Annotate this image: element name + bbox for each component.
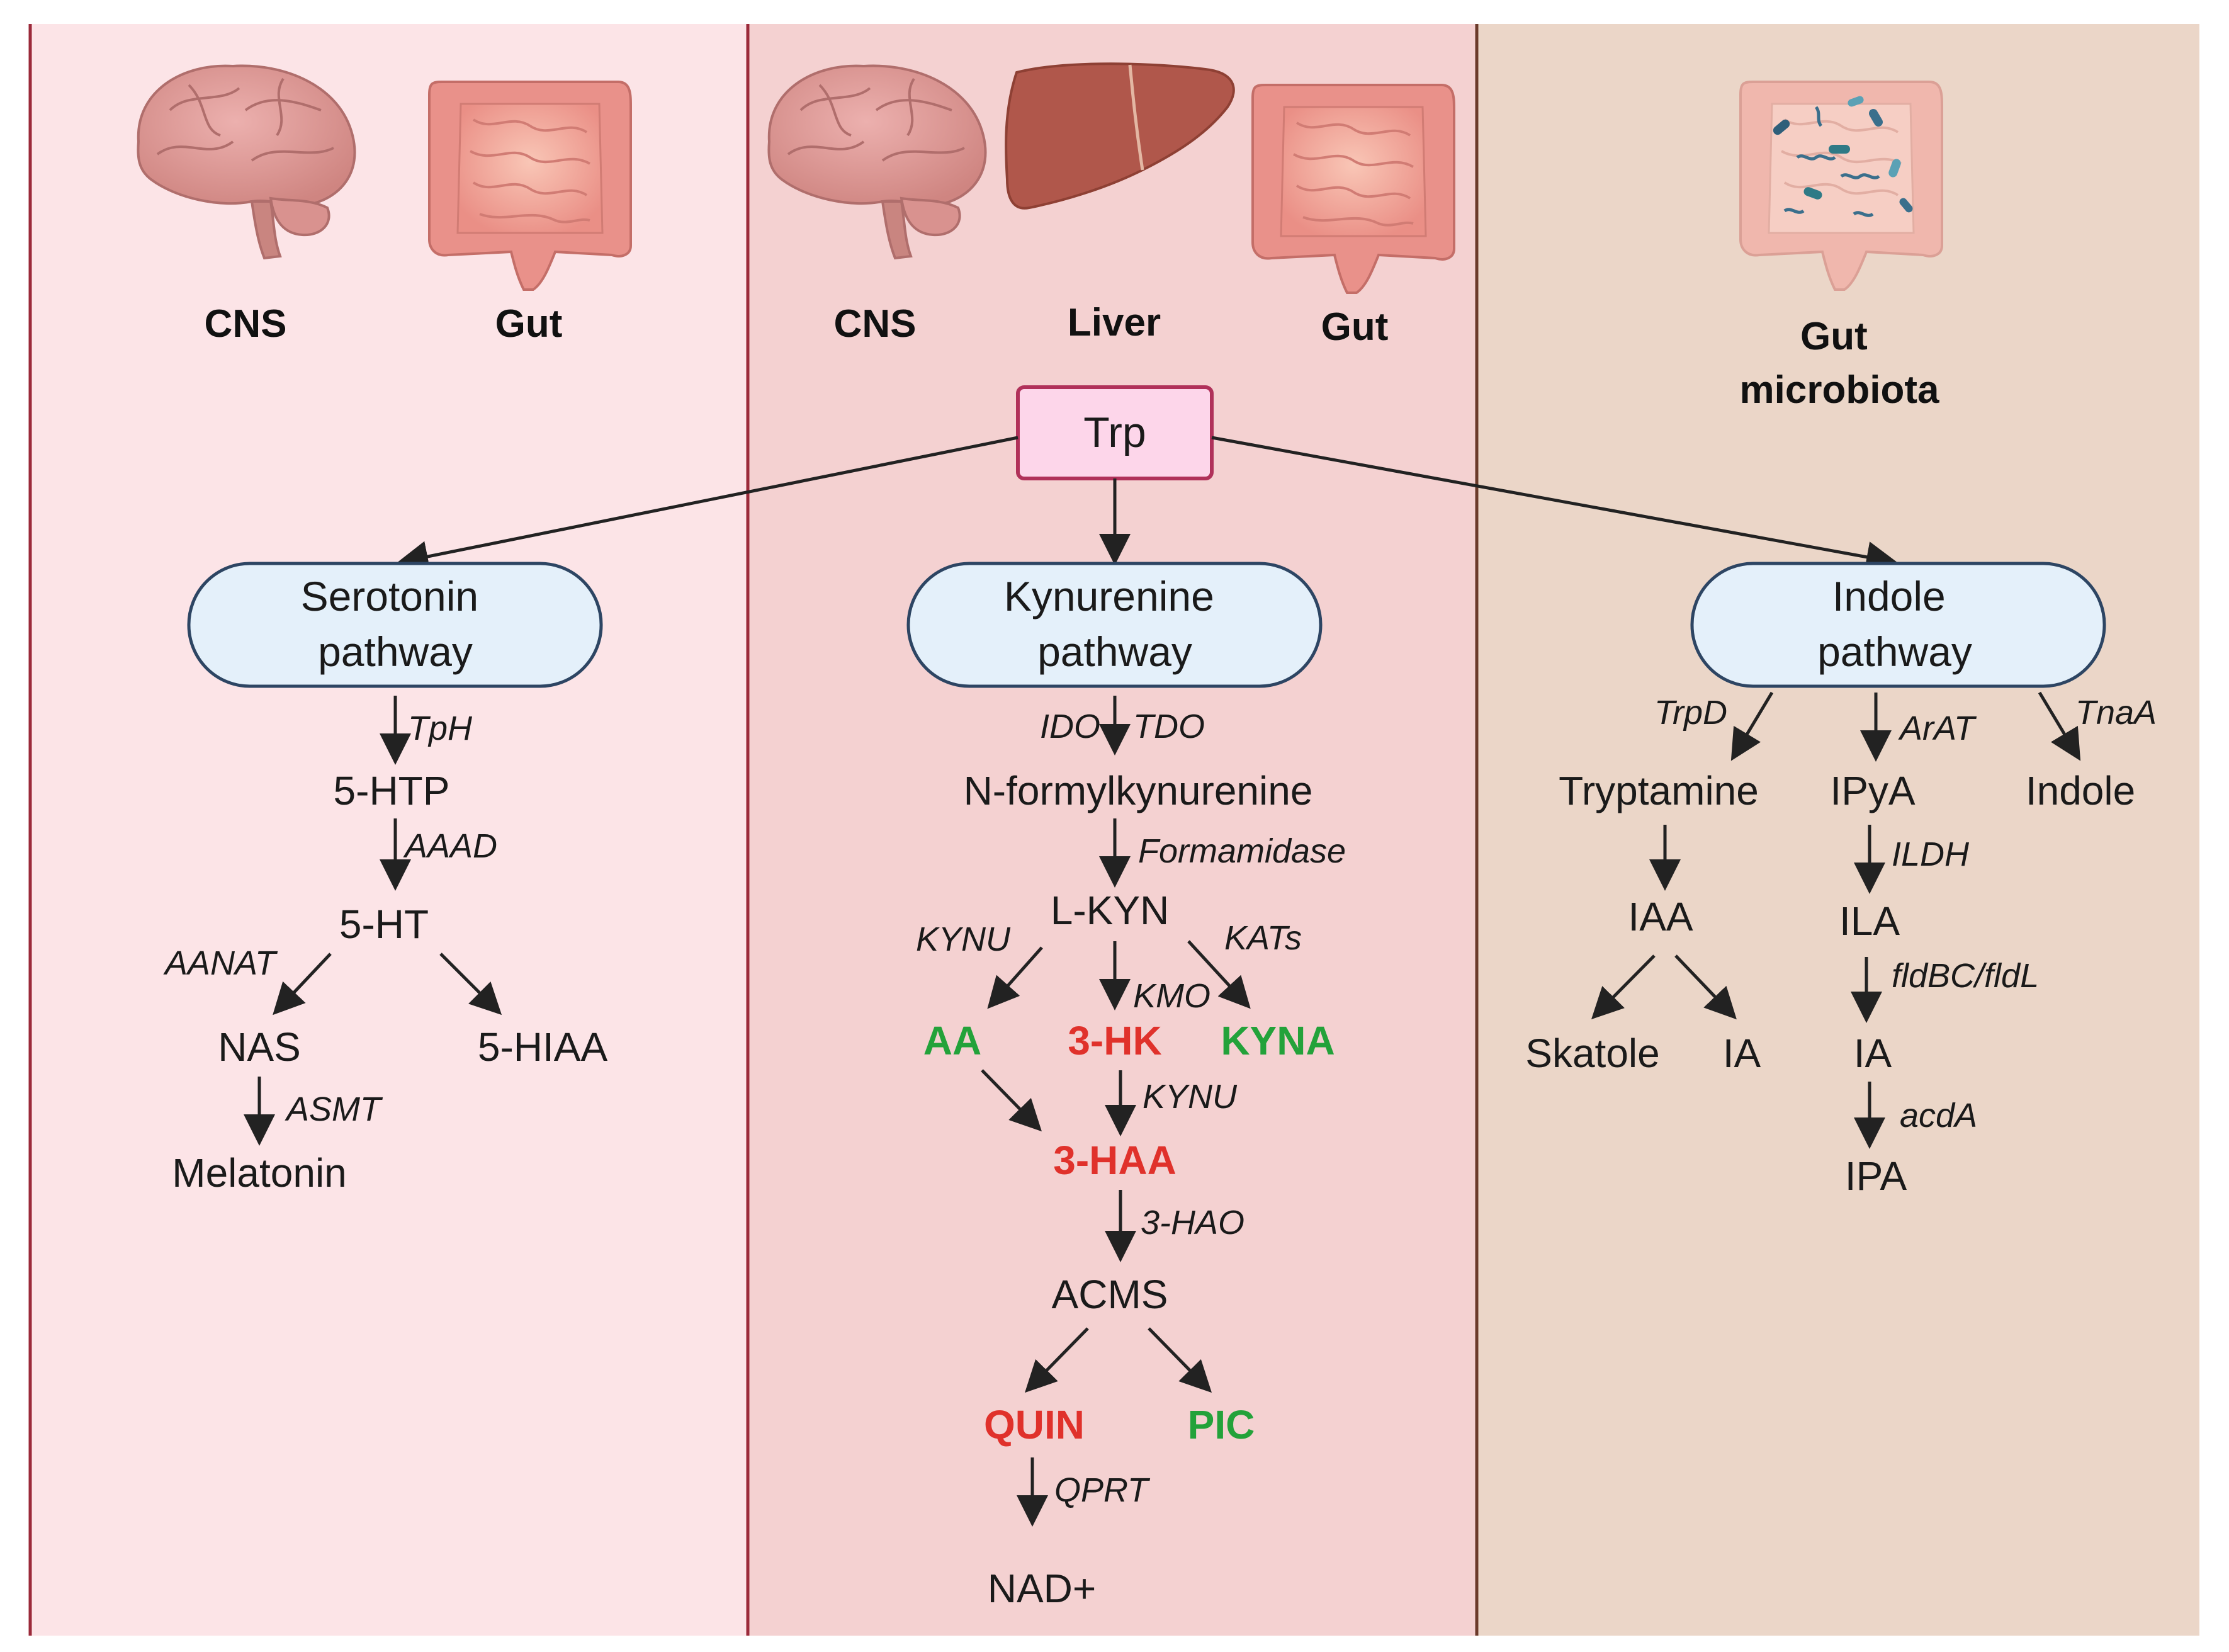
metabolite-aa: AA [923,1018,981,1063]
enzyme-tnaa: TnaA [2075,694,2157,732]
enzyme-kynu: KYNU [916,920,1011,958]
metabolite-5hiaa: 5-HIAA [478,1024,608,1070]
intestine-icon [428,81,632,291]
metabolite-skatole: Skatole [1525,1031,1659,1076]
liver-icon [1005,62,1235,210]
metabolite-3-haa: 3-HAA [1053,1138,1177,1183]
enzyme-ildh: ILDH [1892,835,1970,873]
pathway-label-line: Serotonin [301,573,479,620]
pathway-label-line: pathway [1817,628,1972,675]
arrow-to-pic [1148,1327,1212,1393]
metabolite-ia: IA [1854,1031,1892,1076]
microbiota-intestine-icon [1739,81,1943,291]
metabolite-ipa: IPA [1845,1153,1907,1199]
brain-icon [767,64,987,260]
metabolite-n-formylkynurenine: N-formylkynurenine [964,768,1313,813]
trp-label: Trp [1083,409,1146,456]
enzyme-3-hao: 3-HAO [1141,1204,1244,1242]
metabolite-quin: QUIN [984,1402,1085,1447]
metabolite-indole: Indole [2026,768,2135,813]
brain-icon [137,64,356,260]
metabolite-nas: NAS [218,1024,301,1070]
metabolite-ila: ILA [1839,898,1900,944]
organ-label-gut-microbiota: Gut microbiota [1740,315,1939,412]
metabolite-l-kyn: L-KYN [1051,888,1170,933]
indole-pathway-box [1690,562,2106,688]
arrow-to-kyna [1187,940,1251,1009]
metabolite-nad: NAD+ [988,1566,1097,1611]
enzyme-asmt: ASMT [285,1090,383,1128]
pathway-label-line: pathway [318,628,473,675]
indole-panel [1477,24,2199,1636]
metabolite-pic: PIC [1188,1402,1255,1447]
arrow-to-nas [273,953,332,1016]
arrow-aa-to-3haa [981,1069,1042,1132]
arrow-to-quin [1025,1327,1089,1393]
metabolite-acms: ACMS [1052,1272,1168,1317]
serotonin-panel [30,24,748,1636]
pathway-label-line: Indole [1832,573,1946,620]
organ-label-liver: Liver [1068,301,1161,344]
enzyme-arat: ArAT [1898,710,1977,747]
enzyme-kynu: KYNU [1143,1078,1238,1116]
serotonin-pathway-label: Serotonin pathway [301,573,490,675]
arrow-to-tryptamine [1730,691,1774,761]
metabolite-tryptamine: Tryptamine [1559,768,1759,813]
organ-label-cns: CNS [834,302,917,346]
indole-pathway-label: Indole pathway [1817,573,1972,675]
enzyme-acda: acdA [1900,1097,1977,1134]
metabolite-3-hk: 3-HK [1068,1018,1161,1063]
metabolite-ia: IA [1723,1031,1761,1076]
kynurenine-pathway-label: Kynurenine pathway [1004,573,1226,675]
arrow-trp-to-serotonin [397,436,1019,572]
arrow-trp-to-indole [1211,436,1898,573]
intestine-icon [1251,84,1455,294]
organ-label-gut: Gut [495,302,563,346]
enzyme-fldbc-fldl: fldBC/fldL [1892,957,2039,995]
organ-label-line: microbiota [1740,368,1939,412]
pathway-label-line: Kynurenine [1004,573,1214,620]
enzyme-ido: IDO [1040,708,1100,745]
metabolite-iaa: IAA [1628,894,1693,939]
metabolite-5htp: 5-HTP [334,768,450,813]
enzyme-aanat: AANAT [163,944,278,982]
metabolite-5ht: 5-HT [339,902,429,947]
enzyme-aaad: AAAD [403,827,497,865]
organ-label-gut: Gut [1321,305,1389,349]
pathway-label-line: pathway [1037,628,1192,675]
metabolite-ipya: IPyA [1830,768,1915,813]
serotonin-pathway-box [187,562,603,688]
enzyme-kmo: KMO [1133,977,1210,1015]
arrow-to-5hiaa [439,953,502,1016]
metabolite-melatonin: Melatonin [172,1150,347,1196]
kynurenine-pathway-box [906,562,1323,688]
enzyme-qprt: QPRT [1054,1471,1151,1509]
enzyme-tph: TpH [408,710,473,747]
enzyme-kats: KATs [1224,919,1302,957]
arrow-to-indole [2038,691,2081,761]
arrow-to-skatole [1591,954,1656,1020]
arrow-to-aa [987,946,1043,1009]
arrow-to-ia [1674,954,1737,1020]
enzyme-trpd: TrpD [1654,694,1727,732]
metabolite-kyna: KYNA [1221,1018,1335,1063]
enzyme-tdo: TDO [1133,708,1205,745]
organ-label-line: Gut [1800,315,1868,358]
enzyme-formamidase: Formamidase [1138,832,1346,870]
organ-label-cns: CNS [205,302,287,346]
